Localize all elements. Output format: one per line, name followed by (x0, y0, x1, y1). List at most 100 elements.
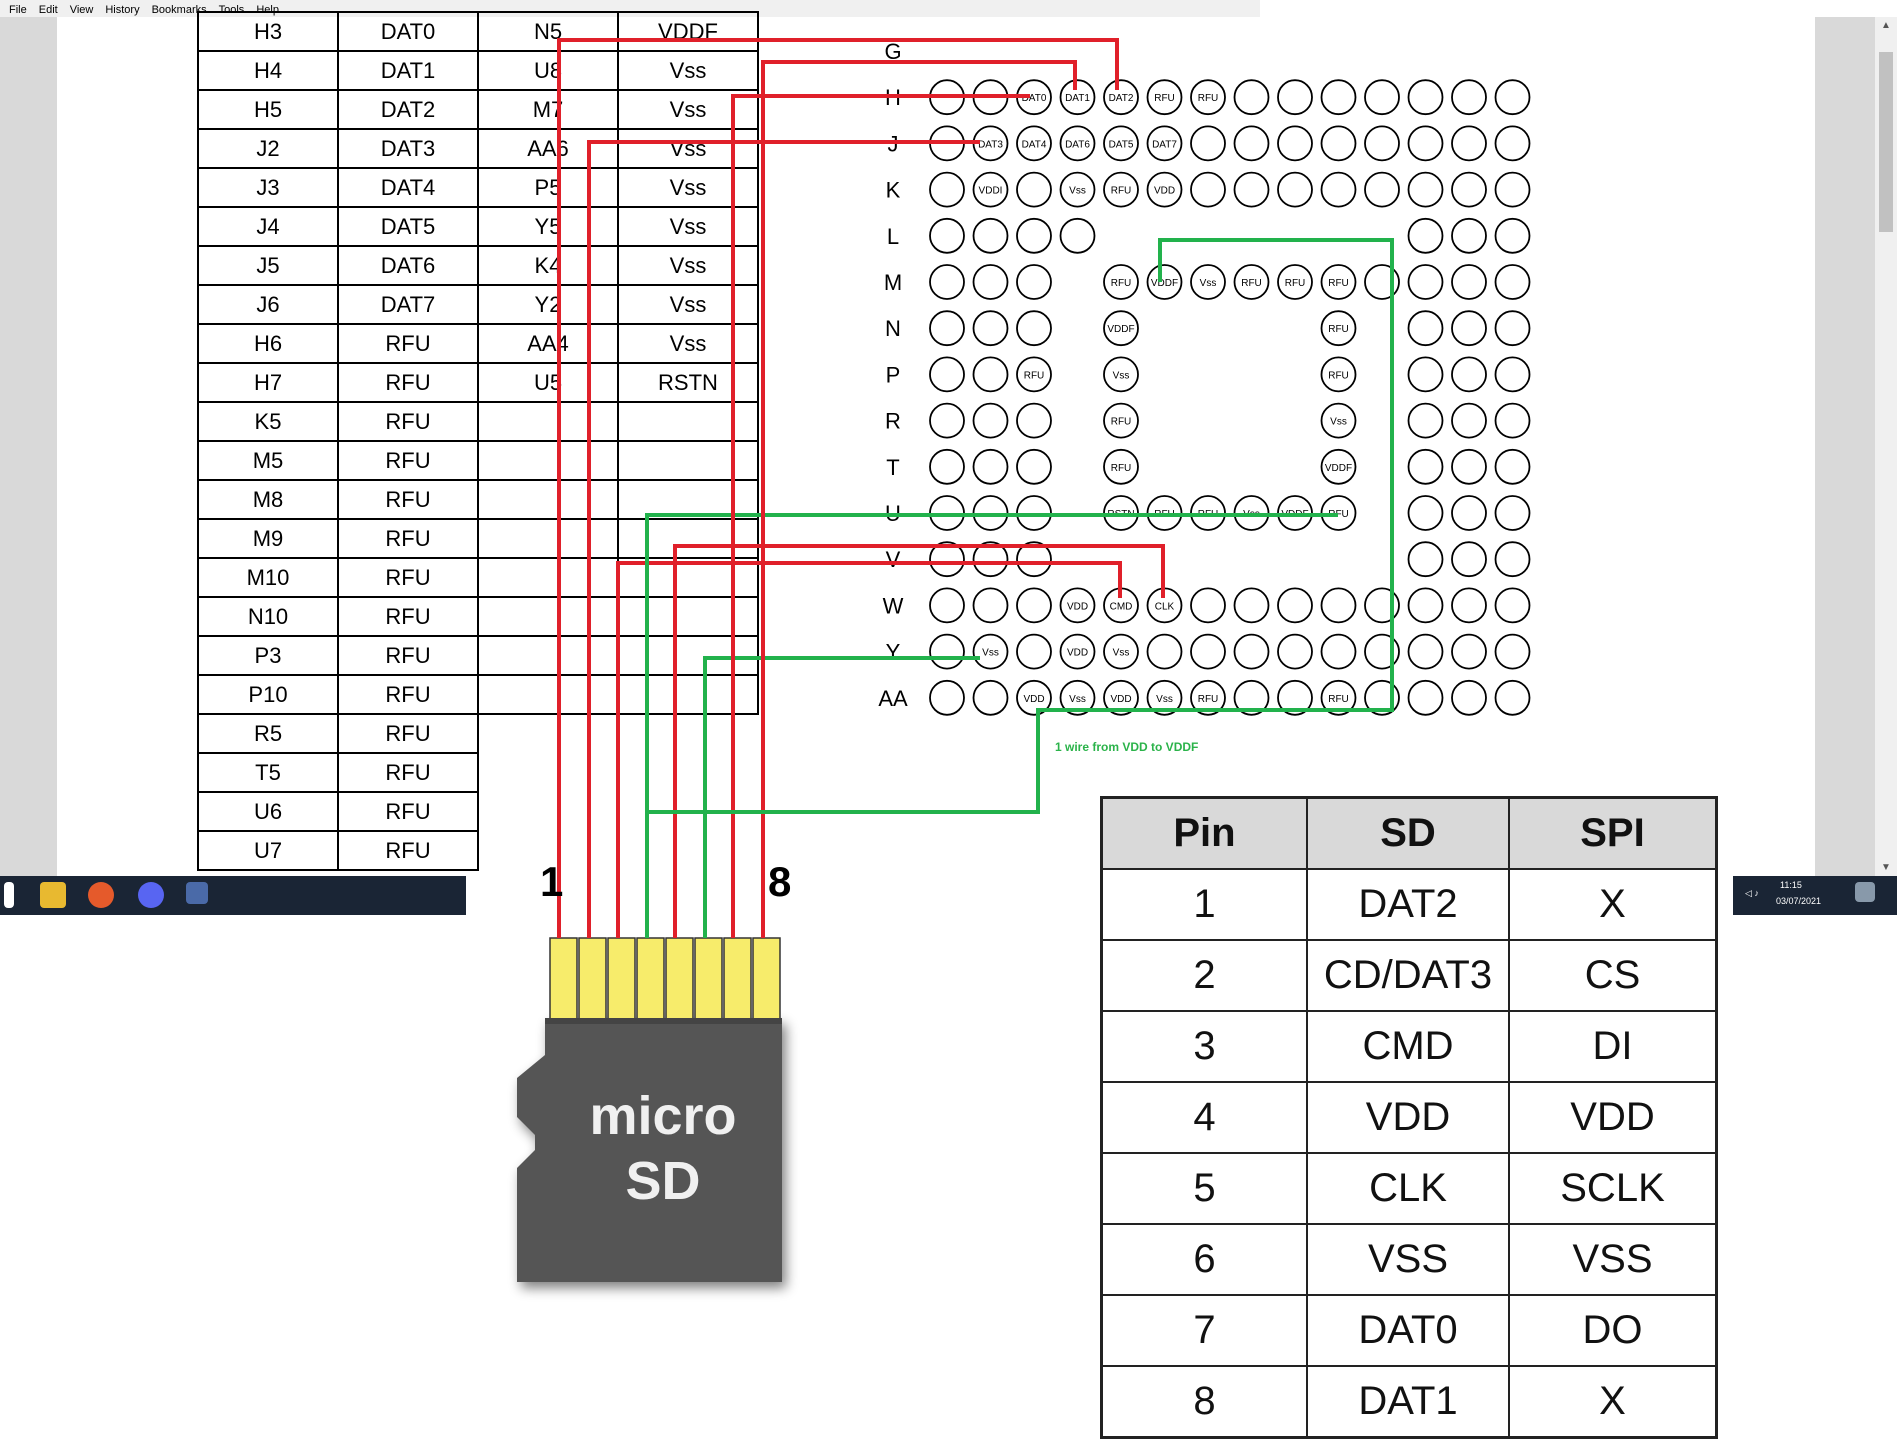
bga-ball (1494, 264, 1531, 300)
bga-ball (1451, 125, 1487, 162)
scrollbar-thumb[interactable] (1879, 52, 1893, 232)
microsd-contact-pin (578, 937, 607, 1021)
bga-ball-label: Vss (982, 648, 999, 659)
bga-ball (1190, 679, 1226, 716)
table-cell: M5 (197, 440, 339, 481)
bga-ball (929, 356, 965, 393)
scroll-down-arrow-icon[interactable]: ▼ (1881, 862, 1891, 873)
bga-ball (1190, 79, 1226, 116)
menu-item-file[interactable]: File (9, 4, 27, 16)
bga-ball-label: RFU (1111, 463, 1132, 474)
volume-icon[interactable]: ◁ ♪ (1745, 888, 1759, 898)
bga-ball (1016, 541, 1052, 578)
firefox-icon[interactable] (88, 882, 114, 908)
microsd-contact-pin (752, 937, 781, 1021)
table-cell: P3 (197, 635, 339, 676)
sd-table-cell: DI (1508, 1010, 1718, 1083)
table-cell: U8 (477, 50, 619, 91)
table-cell: RFU (337, 401, 479, 442)
bga-ball (1146, 171, 1183, 208)
bga-ball (1103, 448, 1139, 485)
scrollbar[interactable]: ▲ ▼ (1875, 17, 1897, 877)
table-cell (477, 440, 619, 481)
bga-ball-label: Vss (1330, 417, 1347, 428)
bga-ball-label: RFU (1328, 509, 1349, 520)
sd-table-header: Pin (1100, 796, 1308, 870)
bga-ball (1016, 356, 1052, 393)
microsd-card-body (517, 1018, 782, 1282)
bga-ball (1364, 125, 1400, 162)
bga-ball-label: VDD (1067, 648, 1088, 659)
table-cell (477, 596, 619, 637)
microsd-contact-pin (694, 937, 723, 1021)
table-cell: RFU (337, 440, 479, 481)
bga-ball (1016, 448, 1052, 485)
bga-ball (1451, 541, 1487, 578)
bga-ball-label: RFU (1111, 417, 1132, 428)
bga-ball (1494, 633, 1531, 670)
wire (587, 140, 980, 938)
bga-ball (1103, 310, 1139, 347)
bga-row-label: G (884, 39, 901, 64)
bga-ball-label: DAT3 (978, 139, 1003, 150)
bga-ball (1103, 264, 1139, 300)
notification-icon[interactable] (1855, 882, 1875, 902)
bga-ball (1407, 587, 1444, 624)
network-tool-icon[interactable] (186, 882, 208, 904)
bga-ball (1190, 171, 1226, 208)
discord-icon[interactable] (138, 882, 164, 908)
table-cell: H3 (197, 11, 339, 52)
bga-ball (1320, 402, 1357, 439)
bga-ball-label: RFU (1111, 278, 1132, 289)
file-explorer-icon[interactable] (40, 882, 66, 908)
scroll-up-arrow-icon[interactable]: ▲ (1881, 20, 1891, 31)
sd-table-cell: VSS (1306, 1223, 1510, 1296)
bga-ball-label: Vss (1156, 694, 1173, 705)
bga-ball (1494, 79, 1531, 116)
bga-ball (1320, 79, 1357, 116)
bga-ball (1407, 633, 1444, 670)
bga-ball (1103, 79, 1139, 116)
bga-ball (1103, 356, 1139, 393)
clock-date[interactable]: 03/07/2021 (1776, 896, 1822, 906)
bga-ball (972, 310, 1009, 347)
bga-ball (1233, 633, 1270, 670)
clock-time[interactable]: 11:15 (1780, 880, 1802, 890)
bga-ball (1494, 356, 1531, 393)
bga-ball-label: RFU (1154, 93, 1175, 104)
bga-row-label: T (886, 455, 899, 480)
bga-row-label: Y (886, 640, 901, 665)
bga-ball-label: RFU (1328, 324, 1349, 335)
bga-ball (929, 448, 965, 485)
bga-ball (1103, 679, 1139, 716)
menu-item-view[interactable]: View (69, 4, 94, 16)
table-cell: N5 (477, 11, 619, 52)
table-cell: Vss (617, 284, 759, 325)
bga-ball (1407, 217, 1444, 254)
bga-ball (1059, 125, 1096, 162)
table-cell (617, 635, 759, 676)
menu-item-bookmarks[interactable]: Bookmarks (151, 4, 207, 16)
sd-table-cell: 6 (1100, 1223, 1308, 1296)
bga-ball (1059, 79, 1096, 116)
sd-table-cell: 5 (1100, 1152, 1308, 1225)
table-cell (477, 518, 619, 559)
bga-ball (1103, 402, 1139, 439)
bga-ball (1320, 125, 1357, 162)
table-cell (617, 440, 759, 481)
bga-ball-label: RFU (1024, 370, 1045, 381)
menu-item-history[interactable]: History (105, 4, 140, 16)
menu-item-edit[interactable]: Edit (38, 4, 58, 16)
table-cell (617, 596, 759, 637)
bga-ball (1407, 356, 1444, 393)
bga-ball (929, 402, 965, 439)
start-icon[interactable] (4, 882, 14, 908)
